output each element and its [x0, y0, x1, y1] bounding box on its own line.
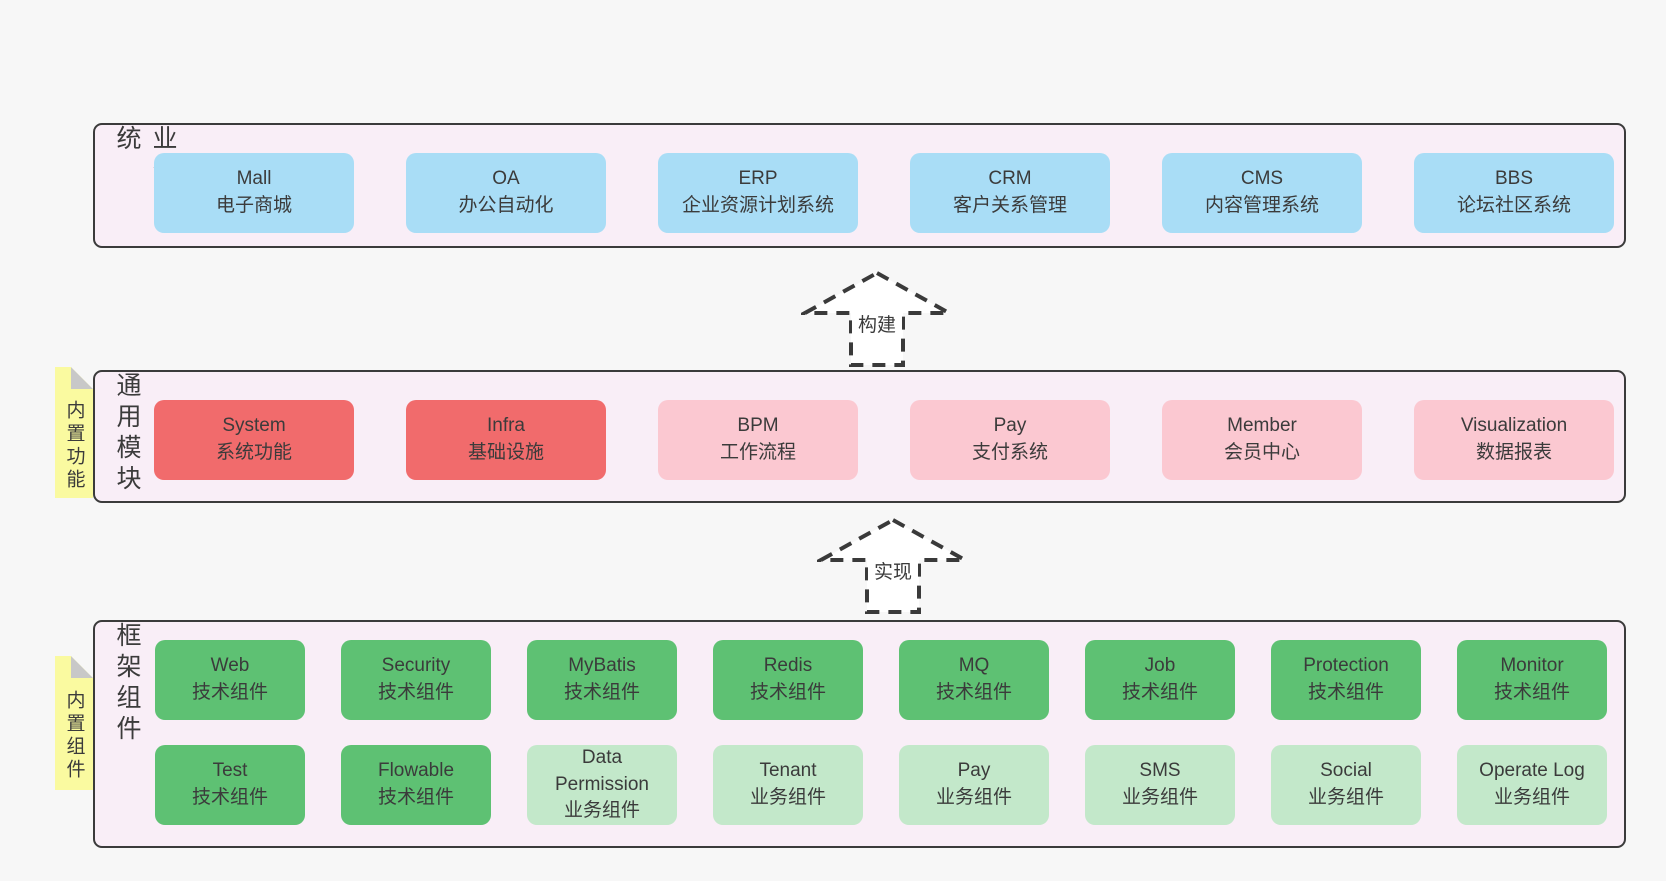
box-title: MQ: [958, 655, 990, 677]
box-title: Data Permission: [555, 746, 649, 795]
box-title: Job: [1144, 655, 1176, 677]
box-infra: Infra 基础设施: [406, 400, 606, 480]
box-protection: Protection 技术组件: [1271, 640, 1421, 720]
box-title: System: [222, 415, 286, 437]
box-monitor: Monitor 技术组件: [1457, 640, 1607, 720]
box-subtitle: 技术组件: [377, 682, 454, 703]
box-bbs: BBS 论坛社区系统: [1414, 153, 1614, 233]
box-flowable: Flowable 技术组件: [341, 745, 491, 825]
arrow-implement-label: 实现: [867, 556, 919, 585]
box-title: Protection: [1303, 655, 1389, 677]
box-web: Web 技术组件: [155, 640, 305, 720]
box-subtitle: 会员中心: [1223, 442, 1300, 463]
box-title: Pay: [957, 760, 991, 782]
box-subtitle: 数据报表: [1475, 442, 1552, 463]
box-title: Test: [212, 760, 248, 782]
builtin-features-tab: 内置功能: [55, 367, 93, 498]
box-subtitle: 技术组件: [1121, 682, 1198, 703]
box-title: Social: [1320, 760, 1372, 782]
box-subtitle: 技术组件: [191, 787, 268, 808]
box-subtitle: 论坛社区系统: [1456, 195, 1571, 216]
box-title: Infra: [486, 415, 526, 437]
box-title: Monitor: [1500, 655, 1564, 677]
box-mall: Mall 电子商城: [154, 153, 354, 233]
box-title: OA: [492, 168, 520, 190]
panel-label-modules: 通用模块: [113, 372, 141, 496]
box-visualization: Visualization 数据报表: [1414, 400, 1614, 480]
box-pay-component: Pay 业务组件: [899, 745, 1049, 825]
builtin-components-tab-label: 内置组件: [63, 690, 85, 782]
builtin-components-tab: 内置组件: [55, 656, 93, 790]
box-social: Social 业务组件: [1271, 745, 1421, 825]
box-subtitle: 企业资源计划系统: [681, 195, 834, 216]
box-subtitle: 业务组件: [1307, 787, 1384, 808]
box-subtitle: 支付系统: [971, 442, 1048, 463]
box-title: MyBatis: [568, 655, 636, 677]
box-title: ERP: [738, 168, 778, 190]
business-systems-panel: 业务系统 Mall 电子商城 OA 办公自动化 ERP 企业资源计划系统 CRM…: [93, 123, 1626, 248]
box-title: SMS: [1139, 760, 1181, 782]
box-subtitle: 技术组件: [563, 682, 640, 703]
framework-components-panel: 框架组件 Web 技术组件 Security 技术组件 MyBatis 技术组件…: [93, 620, 1626, 848]
box-title: Pay: [993, 415, 1027, 437]
box-title: CMS: [1240, 168, 1284, 190]
folded-corner-icon: [71, 367, 93, 389]
box-subtitle: 业务组件: [1493, 787, 1570, 808]
box-title: BPM: [737, 415, 779, 437]
box-sms: SMS 业务组件: [1085, 745, 1235, 825]
panel-label-components: 框架组件: [113, 622, 141, 746]
box-subtitle: 电子商城: [215, 195, 292, 216]
box-subtitle: 技术组件: [749, 682, 826, 703]
box-data-permission: Data Permission 业务组件: [527, 745, 677, 825]
box-erp: ERP 企业资源计划系统: [658, 153, 858, 233]
box-subtitle: 业务组件: [563, 800, 640, 822]
box-subtitle: 技术组件: [191, 682, 268, 703]
arrow-build: 构建: [801, 269, 953, 369]
box-title: Visualization: [1460, 415, 1568, 437]
folded-corner-icon: [71, 656, 93, 678]
box-subtitle: 技术组件: [377, 787, 454, 808]
box-title: Web: [210, 655, 250, 677]
box-subtitle: 业务组件: [749, 787, 826, 808]
box-subtitle: 技术组件: [1307, 682, 1384, 703]
box-subtitle: 业务组件: [935, 787, 1012, 808]
box-title: Mall: [236, 168, 272, 190]
box-test: Test 技术组件: [155, 745, 305, 825]
common-modules-panel: 通用模块 System 系统功能 Infra 基础设施 BPM 工作流程 Pay…: [93, 370, 1626, 503]
box-title: Redis: [763, 655, 813, 677]
box-operate-log: Operate Log 业务组件: [1457, 745, 1607, 825]
box-pay-module: Pay 支付系统: [910, 400, 1110, 480]
arrow-build-label: 构建: [851, 309, 903, 338]
box-title: Member: [1227, 415, 1297, 437]
box-crm: CRM 客户关系管理: [910, 153, 1110, 233]
box-mybatis: MyBatis 技术组件: [527, 640, 677, 720]
box-member: Member 会员中心: [1162, 400, 1362, 480]
box-title: Security: [381, 655, 451, 677]
box-subtitle: 技术组件: [1493, 682, 1570, 703]
box-subtitle: 业务组件: [1121, 787, 1198, 808]
box-title: Operate Log: [1479, 760, 1585, 782]
box-title: Flowable: [377, 760, 455, 782]
box-subtitle: 技术组件: [935, 682, 1012, 703]
box-subtitle: 系统功能: [215, 442, 292, 463]
box-title: CRM: [988, 168, 1032, 190]
box-cms: CMS 内容管理系统: [1162, 153, 1362, 233]
box-subtitle: 办公自动化: [458, 195, 554, 216]
arrow-implement: 实现: [817, 516, 969, 616]
box-subtitle: 内容管理系统: [1204, 195, 1319, 216]
box-bpm: BPM 工作流程: [658, 400, 858, 480]
box-title: Tenant: [759, 760, 817, 782]
box-job: Job 技术组件: [1085, 640, 1235, 720]
box-tenant: Tenant 业务组件: [713, 745, 863, 825]
box-oa: OA 办公自动化: [406, 153, 606, 233]
box-title: BBS: [1494, 168, 1534, 190]
box-redis: Redis 技术组件: [713, 640, 863, 720]
box-subtitle: 客户关系管理: [952, 195, 1067, 216]
box-subtitle: 工作流程: [719, 442, 796, 463]
box-security: Security 技术组件: [341, 640, 491, 720]
box-mq: MQ 技术组件: [899, 640, 1049, 720]
box-system: System 系统功能: [154, 400, 354, 480]
builtin-features-tab-label: 内置功能: [63, 399, 85, 492]
box-subtitle: 基础设施: [467, 442, 544, 463]
